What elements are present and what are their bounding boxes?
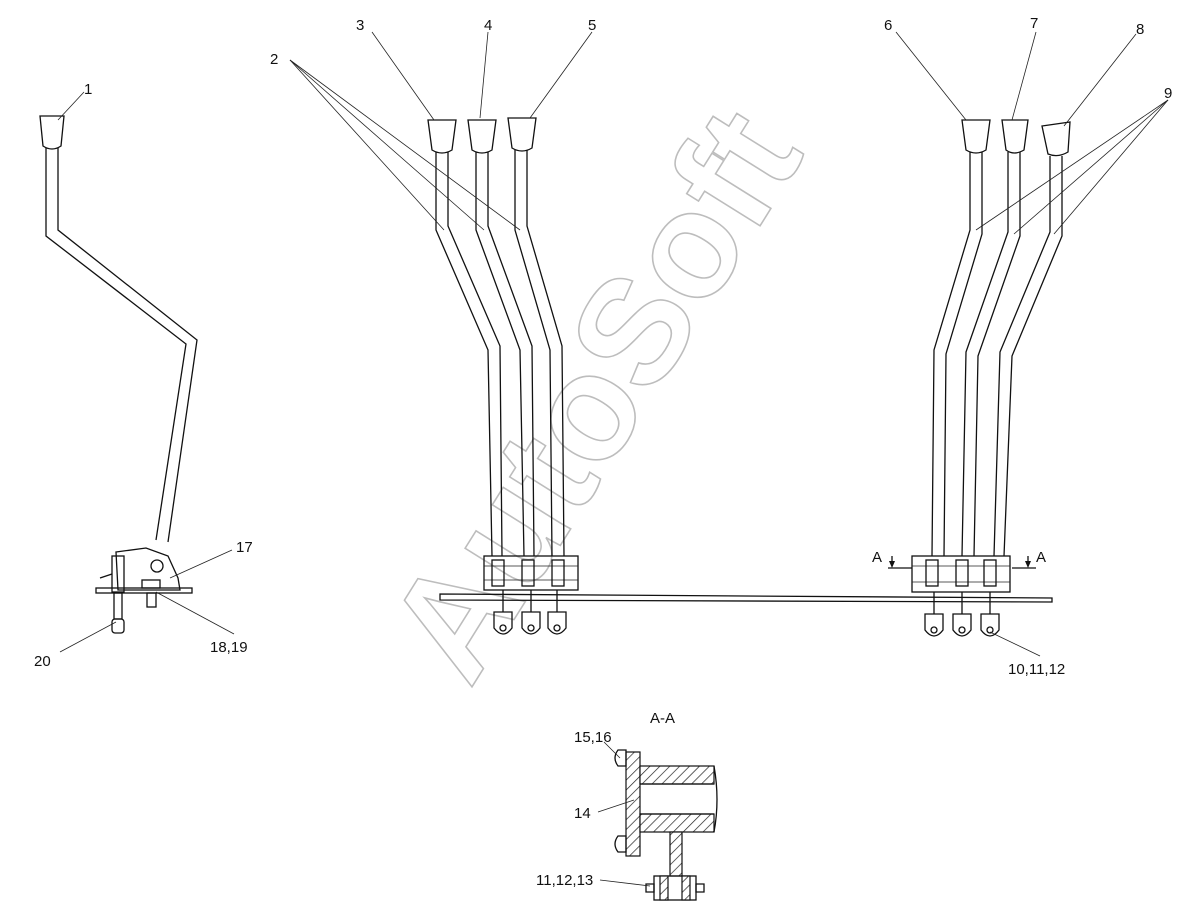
- callout-15-16: 15,16: [574, 729, 612, 746]
- callout-10-11-12: 10,11,12: [1008, 661, 1065, 678]
- base-plate: [439, 593, 1053, 603]
- watermark: AutoSoft: [355, 81, 833, 707]
- section-mark-right: A: [1012, 549, 1046, 569]
- callout-3: 3: [356, 17, 364, 34]
- callout-9: 9: [1164, 85, 1172, 102]
- lever-1: [39, 115, 198, 634]
- callout-2: 2: [270, 51, 278, 68]
- callout-1: 1: [84, 81, 92, 98]
- callout-8: 8: [1136, 21, 1144, 38]
- callouts: 1 2 3 4 5 6 7 8 9 17 18,19 20 10,11,12 1…: [34, 15, 1172, 889]
- callout-18-19: 18,19: [210, 639, 248, 656]
- callout-6: 6: [884, 17, 892, 34]
- section-title: A-A: [650, 710, 675, 727]
- section-view-a-a: A-A: [614, 710, 718, 901]
- callout-17: 17: [236, 539, 253, 556]
- section-letter-right: A: [1036, 549, 1046, 566]
- callout-20: 20: [34, 653, 51, 670]
- section-letter-left: A: [872, 549, 882, 566]
- callout-11-12-13: 11,12,13: [536, 872, 593, 889]
- callout-7: 7: [1030, 15, 1038, 32]
- lever-group-left: [427, 117, 579, 635]
- leader-lines: [57, 31, 1169, 887]
- callout-14: 14: [574, 805, 591, 822]
- callout-5: 5: [588, 17, 596, 34]
- section-mark-left: A: [872, 549, 912, 569]
- lever-group-right: [911, 119, 1071, 637]
- callout-4: 4: [484, 17, 492, 34]
